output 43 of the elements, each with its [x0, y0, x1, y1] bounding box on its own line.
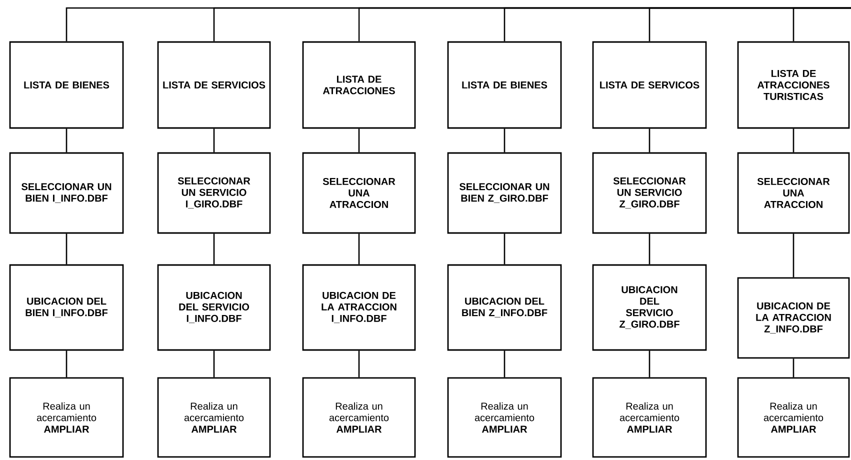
- connector-line: [648, 128, 650, 152]
- location-box: UBICACION DEL SERVICIO I_INFO.DBF: [157, 264, 271, 351]
- list-box: LISTA DE BIENES: [447, 41, 562, 129]
- list-box: LISTA DE SERVICIOS: [157, 41, 271, 129]
- connector-line: [66, 234, 68, 264]
- zoom-box: Realiza un acercamiento AMPLIAR: [592, 377, 707, 458]
- connector-line: [792, 234, 794, 278]
- zoom-box: Realiza un acercamiento AMPLIAR: [302, 377, 416, 458]
- select-box: SELECCIONAR UNA ATRACCION: [737, 152, 850, 234]
- location-box: UBICACION DE LA ATRACCION I_INFO.DBF: [302, 264, 416, 351]
- select-box: SELECCIONAR UNA ATRACCION: [302, 152, 416, 234]
- location-box: UBICACION DEL SERVICIO Z_GIRO.DBF: [592, 264, 707, 351]
- connector-line: [792, 7, 851, 42]
- connector-line: [213, 128, 215, 152]
- connector-line: [358, 350, 360, 378]
- zoom-box: Realiza un acercamiento AMPLIAR: [157, 377, 271, 458]
- connector-line: [648, 234, 650, 264]
- list-box: LISTA DE ATRACCIONES TURISTICAS: [737, 41, 850, 129]
- connector-line: [358, 128, 360, 152]
- list-box: LISTA DE SERVICOS: [592, 41, 707, 129]
- connector-line: [504, 350, 506, 378]
- connector-line: [792, 358, 794, 378]
- select-box: SELECCIONAR UN BIEN Z_GIRO.DBF: [447, 152, 562, 234]
- connector-line: [792, 128, 794, 152]
- list-box: LISTA DE BIENES: [9, 41, 124, 129]
- location-box: UBICACION DEL BIEN Z_INFO.DBF: [447, 264, 562, 351]
- connector-line: [504, 234, 506, 264]
- select-box: SELECCIONAR UN SERVICIO Z_GIRO.DBF: [592, 152, 707, 234]
- connector-line: [648, 350, 650, 378]
- connector-line: [504, 128, 506, 152]
- connector-line: [358, 234, 360, 264]
- zoom-box: Realiza un acercamiento AMPLIAR: [9, 377, 124, 458]
- zoom-box: Realiza un acercamiento AMPLIAR: [447, 377, 562, 458]
- connector-line: [66, 350, 68, 378]
- location-box: UBICACION DEL BIEN I_INFO.DBF: [9, 264, 124, 351]
- select-box: SELECCIONAR UN BIEN I_INFO.DBF: [9, 152, 124, 234]
- select-box: SELECCIONAR UN SERVICIO I_GIRO.DBF: [157, 152, 271, 234]
- connector-line: [66, 128, 68, 152]
- connector-line: [213, 350, 215, 378]
- zoom-box: Realiza un acercamiento AMPLIAR: [737, 377, 850, 458]
- connector-line: [213, 234, 215, 264]
- location-box: UBICACION DE LA ATRACCION Z_INFO.DBF: [737, 277, 850, 359]
- list-box: LISTA DE ATRACCIONES: [302, 41, 416, 129]
